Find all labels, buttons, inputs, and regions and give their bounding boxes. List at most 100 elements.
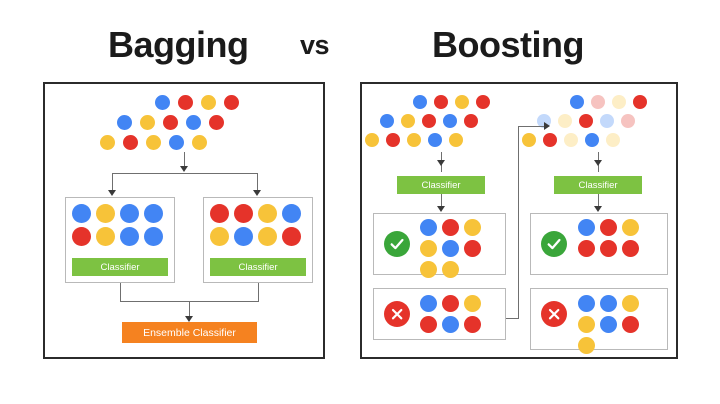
arrowhead-right-icon (544, 122, 550, 130)
data-point-faded-yellow (606, 133, 620, 147)
data-point-faded-red (621, 114, 635, 128)
data-point-blue (234, 227, 253, 246)
data-point-yellow (578, 316, 595, 333)
data-point-blue (72, 204, 91, 223)
data-point-blue (117, 115, 132, 130)
data-point-red (282, 227, 301, 246)
connector-line (518, 126, 544, 127)
boosting-classifier-2[interactable]: Classifier (554, 176, 642, 194)
arrowhead-down-icon (437, 160, 445, 166)
data-point-red (464, 240, 481, 257)
data-point-blue (144, 204, 163, 223)
data-point-red (422, 114, 436, 128)
ensemble-classifier-bar[interactable]: Ensemble Classifier (122, 322, 257, 343)
arrowhead-down-icon (437, 206, 445, 212)
data-point-yellow (96, 227, 115, 246)
data-point-yellow (201, 95, 216, 110)
data-point-yellow (455, 95, 469, 109)
data-point-blue (570, 95, 584, 109)
data-point-red (442, 219, 459, 236)
data-point-yellow (258, 227, 277, 246)
connector-line (518, 126, 519, 319)
data-point-blue (420, 295, 437, 312)
bagging-classifier-1[interactable]: Classifier (72, 258, 168, 276)
title-row: Bagging vs Boosting (0, 24, 720, 68)
arrowhead-down-icon (185, 316, 193, 322)
page-title-bagging: Bagging (108, 24, 249, 65)
data-point-blue (578, 219, 595, 236)
data-point-red (434, 95, 448, 109)
data-point-yellow (578, 337, 595, 354)
data-point-yellow (420, 240, 437, 257)
data-point-yellow (464, 219, 481, 236)
data-point-yellow (146, 135, 161, 150)
data-point-blue (443, 114, 457, 128)
data-point-blue (578, 295, 595, 312)
data-point-red (210, 204, 229, 223)
connector-line (506, 318, 518, 319)
data-point-red (600, 219, 617, 236)
data-point-yellow (192, 135, 207, 150)
data-point-red (633, 95, 647, 109)
data-point-yellow (622, 219, 639, 236)
data-point-faded-red (591, 95, 605, 109)
data-point-red (420, 316, 437, 333)
incorrect-badge-2 (541, 301, 567, 327)
data-point-red (72, 227, 91, 246)
data-point-blue (186, 115, 201, 130)
data-point-yellow (449, 133, 463, 147)
arrowhead-down-icon (253, 190, 261, 196)
connector-line (184, 152, 185, 168)
data-point-red (579, 114, 593, 128)
data-point-blue (155, 95, 170, 110)
data-point-red (224, 95, 239, 110)
data-point-yellow (210, 227, 229, 246)
arrowhead-down-icon (594, 160, 602, 166)
data-point-red (476, 95, 490, 109)
incorrect-badge-1 (384, 301, 410, 327)
data-point-faded-blue (600, 114, 614, 128)
data-point-blue (413, 95, 427, 109)
data-point-blue (585, 133, 599, 147)
bagging-classifier-2[interactable]: Classifier (210, 258, 306, 276)
data-point-blue (442, 240, 459, 257)
data-point-red (543, 133, 557, 147)
correct-badge-2 (541, 231, 567, 257)
connector-line (189, 301, 190, 317)
data-point-yellow (258, 204, 277, 223)
data-point-faded-yellow (564, 133, 578, 147)
data-point-red (578, 240, 595, 257)
data-point-red (234, 204, 253, 223)
data-point-red (163, 115, 178, 130)
arrowhead-down-icon (594, 206, 602, 212)
data-point-yellow (365, 133, 379, 147)
data-point-blue (420, 219, 437, 236)
data-point-red (622, 316, 639, 333)
boosting-classifier-1[interactable]: Classifier (397, 176, 485, 194)
data-point-red (123, 135, 138, 150)
data-point-red (464, 316, 481, 333)
data-point-blue (144, 227, 163, 246)
data-point-blue (120, 204, 139, 223)
data-point-yellow (622, 295, 639, 312)
data-point-faded-yellow (612, 95, 626, 109)
connector-line (441, 194, 442, 210)
data-point-yellow (100, 135, 115, 150)
data-point-blue (380, 114, 394, 128)
data-point-blue (428, 133, 442, 147)
page-title-vs: vs (300, 30, 330, 60)
page-title-boosting: Boosting (432, 24, 584, 65)
arrowhead-down-icon (180, 166, 188, 172)
data-point-red (386, 133, 400, 147)
correct-badge-1 (384, 231, 410, 257)
data-point-blue (120, 227, 139, 246)
data-point-red (442, 295, 459, 312)
data-point-blue (282, 204, 301, 223)
data-point-blue (442, 316, 459, 333)
data-point-blue (169, 135, 184, 150)
data-point-red (464, 114, 478, 128)
data-point-red (209, 115, 224, 130)
connector-line (598, 194, 599, 210)
data-point-red (622, 240, 639, 257)
